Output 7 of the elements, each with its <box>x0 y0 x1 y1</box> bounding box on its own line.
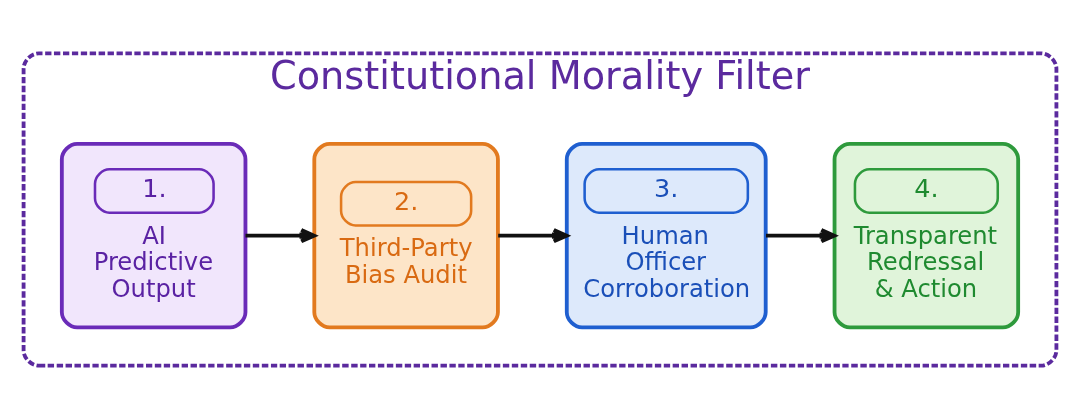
arrow <box>498 228 569 244</box>
node-box: 2. Third-Party Bias Audit <box>312 141 500 330</box>
node-box: 3. Human Officer Corroboration <box>564 141 768 330</box>
node-box: 1. AI Predictive Output <box>59 141 248 330</box>
node-box: 4. Transparent Redressal & Action <box>832 141 1021 330</box>
arrow <box>245 228 317 244</box>
arrow <box>766 228 837 244</box>
